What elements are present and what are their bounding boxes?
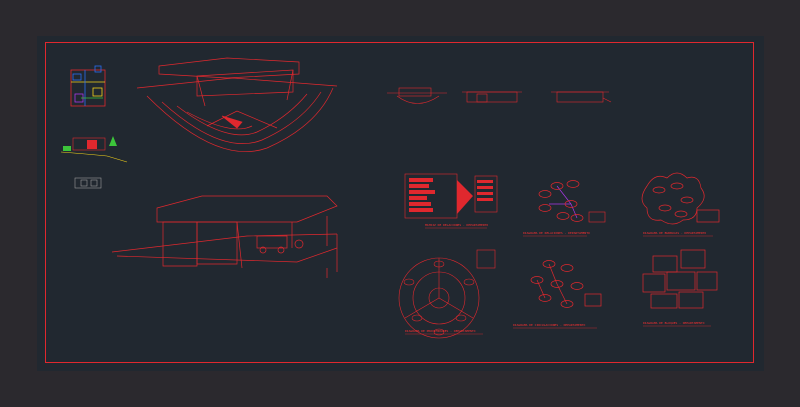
bubble-cluster-diagram[interactable]: DIAGRAMA DE BURBUJAS - DEPARTAMENTO	[641, 172, 720, 237]
diagram1-caption: DIAGRAMA DE RELACIONES - DEPARTAMENTO	[523, 231, 590, 235]
relations-matrix[interactable]: MATRIZ DE RELACIONES - DEPARTAMENTO	[404, 173, 498, 229]
diagram2-caption: DIAGRAMA DE BURBUJAS - DEPARTAMENTO	[643, 231, 706, 235]
relations-diagram[interactable]: DIAGRAMA DE RELACIONES - DEPARTAMENTO	[523, 180, 606, 237]
main-perspective-building[interactable]	[111, 195, 338, 278]
floor-plan-thumbnail[interactable]	[70, 65, 106, 107]
cad-drawing-canvas[interactable]: MATRIZ DE RELACIONES - DEPARTAMENTO DIAG…	[37, 36, 764, 371]
diagram4-caption: DIAGRAMA DE CIRCULACIONES - DEPARTAMENTO	[513, 323, 585, 327]
vehicle	[256, 235, 304, 254]
sheet-border	[45, 42, 754, 363]
block-zoning-diagram[interactable]: DIAGRAMA DE BLOQUES - DEPARTAMENTO	[642, 249, 718, 327]
circulation-diagram[interactable]: DIAGRAMA DE CIRCULACIONES - DEPARTAMENTO	[513, 260, 602, 329]
perspective-terrain-view[interactable]	[136, 57, 338, 152]
grey-block-thumbnail	[74, 177, 102, 189]
site-elevation-thumbnail[interactable]	[60, 136, 128, 163]
diagram5-caption: DIAGRAMA DE BLOQUES - DEPARTAMENTO	[643, 321, 705, 325]
elevation-section-a[interactable]	[387, 87, 447, 104]
matrix-caption: MATRIZ DE RELACIONES - DEPARTAMENTO	[425, 223, 488, 227]
elevation-section-c[interactable]	[551, 91, 612, 103]
elevation-section-b[interactable]	[462, 91, 522, 103]
drawing-sheet[interactable]: MATRIZ DE RELACIONES - DEPARTAMENTO DIAG…	[37, 36, 764, 371]
diagram3-caption: DIAGRAMA DE PROXIMIDADES - DEPARTAMENTO	[405, 329, 476, 333]
proximity-radial-diagram[interactable]: DIAGRAMA DE PROXIMIDADES - DEPARTAMENTO	[398, 249, 496, 339]
